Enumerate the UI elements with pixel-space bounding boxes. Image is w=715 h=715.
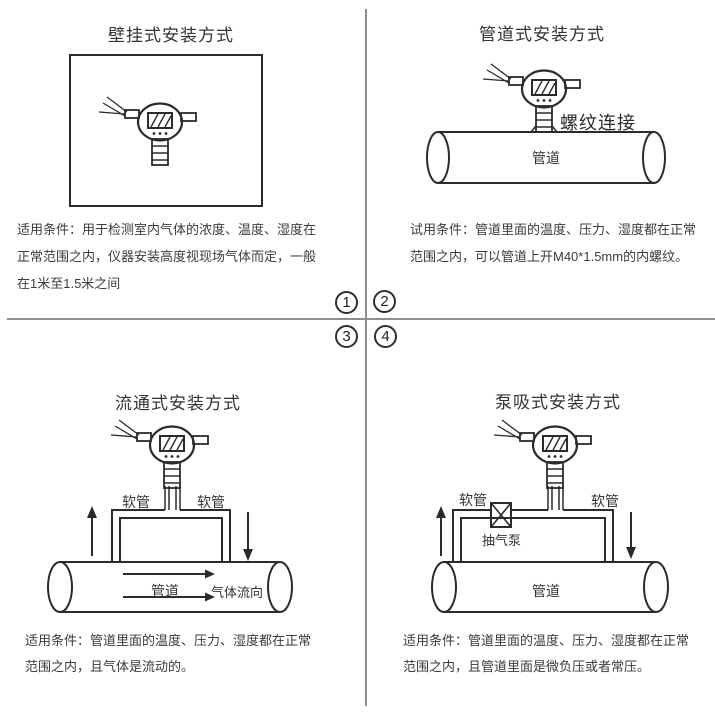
gas-detector-icon bbox=[109, 418, 210, 490]
q2-title: 管道式安装方式 bbox=[479, 25, 605, 44]
q1-caption-line: 正常范围之内，仪器安装高度视现场气体而定，一般 bbox=[17, 249, 317, 264]
quadrant-number-1: 1 bbox=[335, 291, 358, 314]
q3-caption-line: 适用条件：管道里面的温度、压力、湿度都在正常 bbox=[25, 633, 312, 648]
flow-arrow-icon bbox=[205, 592, 215, 602]
q1-caption-line: 在1米至1.5米之间 bbox=[17, 276, 121, 291]
q2-thread-connection-label: 螺纹连接 bbox=[560, 113, 636, 133]
vertical-divider bbox=[365, 9, 367, 706]
quadrant-number-3: 3 bbox=[335, 325, 358, 348]
q2-pipeline-diagram bbox=[426, 62, 666, 184]
up-arrow-icon bbox=[436, 506, 446, 518]
down-arrow-icon bbox=[626, 547, 636, 559]
q2-caption-line: 试用条件：管道里面的温度、压力、湿度都在正常 bbox=[410, 222, 697, 237]
q4-hose-right-label: 软管 bbox=[591, 493, 619, 509]
up-arrow-icon bbox=[87, 506, 97, 518]
q1-title: 壁挂式安装方式 bbox=[108, 26, 234, 45]
horizontal-divider bbox=[7, 318, 715, 320]
q4-title: 泵吸式安装方式 bbox=[495, 393, 621, 412]
q4-hose-left-label: 软管 bbox=[459, 492, 487, 508]
q2-caption-line: 范围之内，可以管道上开M40*1.5mm的内螺纹。 bbox=[410, 249, 689, 264]
down-arrow-icon bbox=[243, 549, 253, 561]
q4-pump-suction-diagram bbox=[431, 418, 669, 613]
q4-caption-line: 范围之内，且管道里面是微负压或者常压。 bbox=[403, 659, 651, 674]
q4-pump-label: 抽气泵 bbox=[482, 533, 522, 548]
q3-gas-flow-label: 气体流向 bbox=[211, 585, 264, 600]
quadrant-number-4: 4 bbox=[374, 325, 397, 348]
pump-valve-icon bbox=[490, 502, 512, 528]
q4-caption-line: 适用条件：管道里面的温度、压力、湿度都在正常 bbox=[403, 633, 690, 648]
q3-title: 流通式安装方式 bbox=[115, 394, 241, 413]
q3-hose-right-label: 软管 bbox=[197, 494, 225, 510]
flow-arrow-icon bbox=[205, 569, 215, 579]
q4-pipe-label: 管道 bbox=[532, 583, 560, 599]
q1-wall-mount-diagram bbox=[69, 54, 263, 207]
gas-detector-icon bbox=[492, 418, 593, 490]
quadrant-number-2: 2 bbox=[373, 290, 396, 313]
q3-hose-left-label: 软管 bbox=[122, 494, 150, 510]
q2-pipe-label: 管道 bbox=[532, 150, 560, 166]
q3-flow-through-diagram bbox=[47, 418, 293, 613]
q1-caption-line: 适用条件：用于检测室内气体的浓度、温度、湿度在 bbox=[17, 222, 317, 237]
q3-pipe-label: 管道 bbox=[151, 583, 179, 599]
q3-caption-line: 范围之内，且气体是流动的。 bbox=[25, 659, 195, 674]
gas-detector-icon bbox=[97, 95, 198, 167]
